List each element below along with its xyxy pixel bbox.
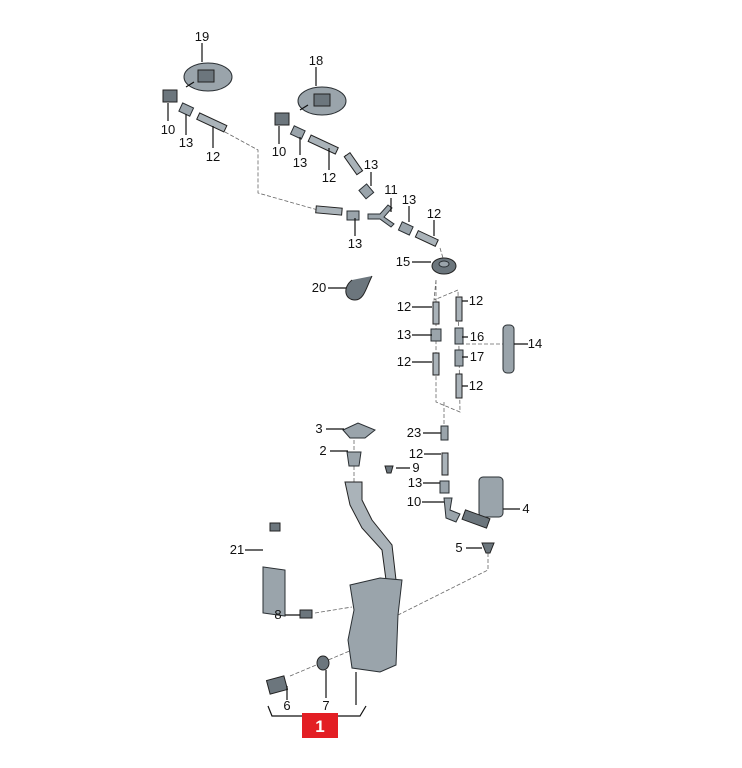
callout-16: 16 [470, 329, 484, 344]
callout-10: 10 [161, 122, 175, 137]
callout-10: 10 [407, 494, 421, 509]
callout-12: 12 [409, 446, 423, 461]
callout-17: 17 [470, 349, 484, 364]
part-19-nozzle [183, 62, 233, 92]
callout-13: 13 [397, 327, 411, 342]
callout-13: 13 [293, 155, 307, 170]
callout-2: 2 [319, 443, 326, 458]
callout-15: 15 [396, 254, 410, 269]
part-18-nozzle [297, 86, 347, 116]
callout-20: 20 [312, 280, 326, 295]
callout-7: 7 [322, 698, 329, 713]
callout-12: 12 [427, 206, 441, 221]
callout-12: 12 [206, 149, 220, 164]
callout-6: 6 [283, 698, 290, 713]
callout-9: 9 [412, 460, 419, 475]
callout-13: 13 [402, 192, 416, 207]
callout-12: 12 [469, 378, 483, 393]
callout-12: 12 [397, 354, 411, 369]
callout-4: 4 [522, 501, 529, 516]
callout-10: 10 [272, 144, 286, 159]
callout-3: 3 [315, 421, 322, 436]
callout-12: 12 [397, 299, 411, 314]
callout-labels: 19 18 10 13 12 10 13 12 13 11 13 12 13 1… [161, 29, 542, 713]
leader-lines [167, 43, 528, 717]
callout-14: 14 [528, 336, 542, 351]
callout-11: 11 [384, 182, 398, 197]
callout-5: 5 [455, 540, 462, 555]
callout-13: 13 [179, 135, 193, 150]
connectors [162, 89, 515, 695]
callout-12: 12 [469, 293, 483, 308]
main-part-number: 1 [315, 717, 324, 736]
callout-13: 13 [364, 157, 378, 172]
callout-13: 13 [348, 236, 362, 251]
callout-21: 21 [230, 542, 244, 557]
main-part-badge[interactable]: 1 [302, 713, 338, 738]
callout-13: 13 [408, 475, 422, 490]
callout-18: 18 [309, 53, 323, 68]
callout-8: 8 [274, 607, 281, 622]
callout-23: 23 [407, 425, 421, 440]
callout-12: 12 [322, 170, 336, 185]
main-part-badge-bg [302, 713, 338, 738]
callout-19: 19 [195, 29, 209, 44]
